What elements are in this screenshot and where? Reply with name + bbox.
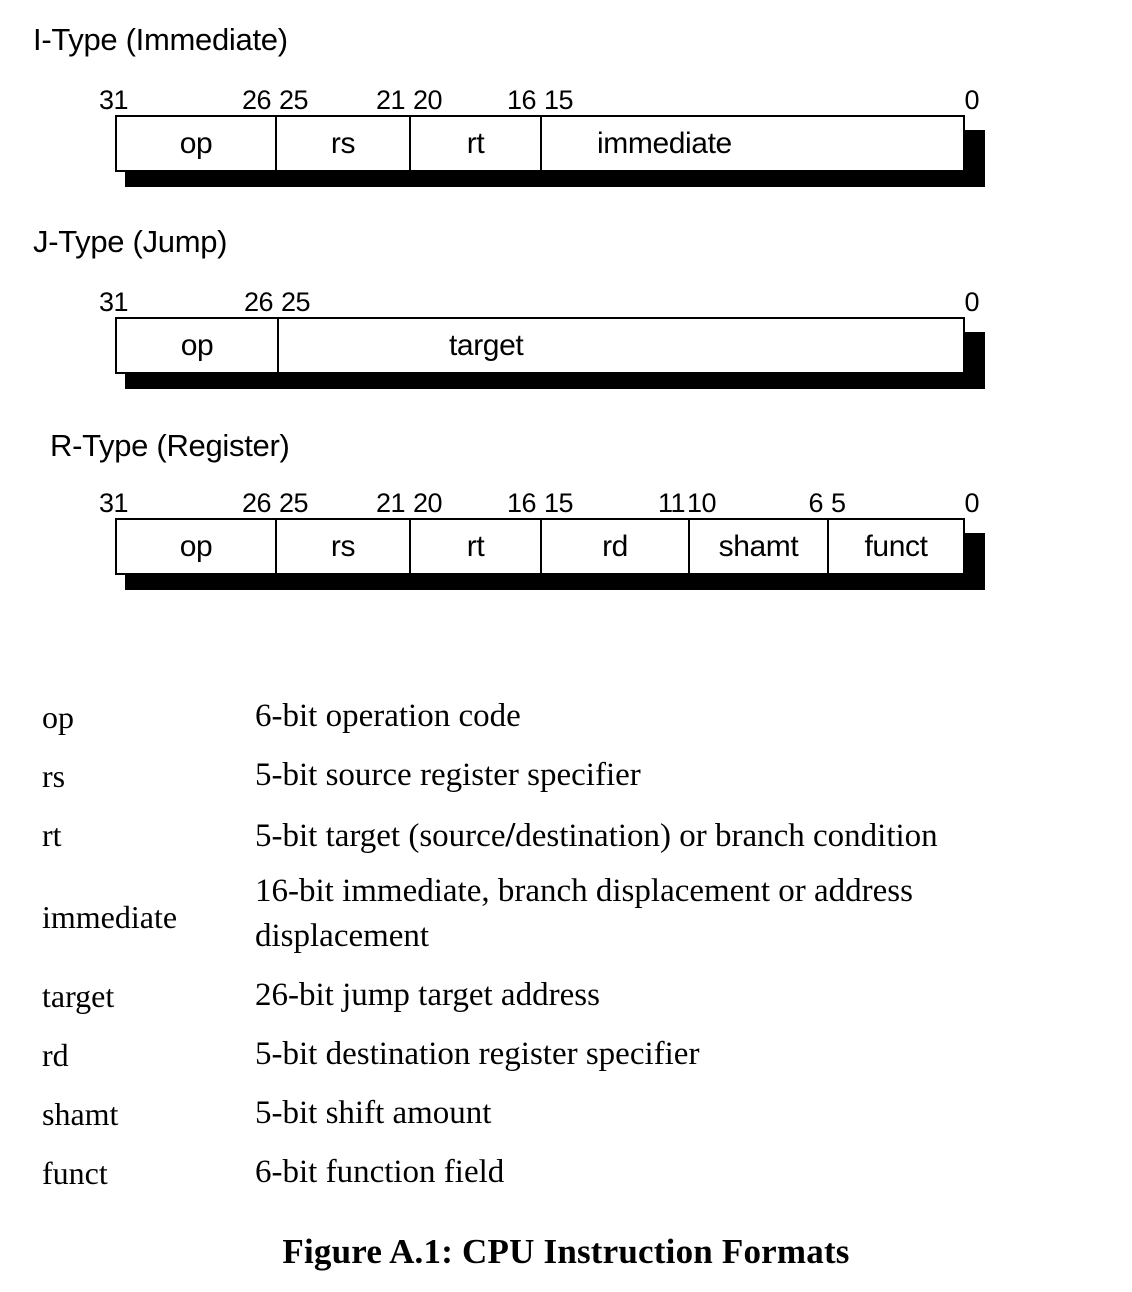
bit-label-6: 6 bbox=[808, 488, 823, 518]
field-rd: rd bbox=[542, 520, 690, 573]
format-title-j-type: J-Type (Jump) bbox=[33, 224, 228, 259]
definition-description: 6-bit operation code bbox=[255, 698, 521, 734]
diagram-i-type: 31 26 25 21 20 16 15 0 op rs rt immediat… bbox=[99, 85, 985, 190]
bit-label-20: 20 bbox=[413, 488, 443, 518]
definition-term: immediate bbox=[42, 899, 178, 935]
bit-label-11: 11 bbox=[657, 488, 686, 518]
definition-description-post: destination) or branch condition bbox=[515, 818, 938, 854]
definition-row-shamt: shamt 5-bit shift amount bbox=[0, 1085, 1132, 1144]
field-immediate: immediate bbox=[597, 126, 732, 160]
definition-description: 26-bit jump target address bbox=[255, 977, 600, 1013]
field-box-i-type: op rs rt immediate bbox=[115, 115, 965, 172]
bit-label-25: 25 bbox=[279, 488, 309, 518]
definition-term: rd bbox=[42, 1037, 69, 1073]
definition-term: rs bbox=[42, 758, 66, 794]
definition-term: op bbox=[42, 699, 74, 735]
definition-description: 6-bit function field bbox=[255, 1154, 505, 1190]
bit-label-21: 21 bbox=[375, 488, 406, 518]
figure-caption: Figure A.1: CPU Instruction Formats bbox=[282, 1232, 850, 1271]
field-rs: rs bbox=[277, 520, 411, 573]
field-rt: rt bbox=[411, 117, 542, 170]
definition-row-funct: funct 6-bit function field bbox=[0, 1144, 1132, 1203]
definition-description: 5-bit source register specifier bbox=[255, 757, 641, 793]
definitions-list: op 6-bit operation code rs 5-bit source … bbox=[0, 688, 1132, 1203]
field-op: op bbox=[117, 319, 279, 372]
field-funct: funct bbox=[864, 529, 928, 563]
format-title-r-type: R-Type (Register) bbox=[50, 428, 290, 463]
bit-labels-j-type: 31 26 25 0 bbox=[99, 287, 985, 317]
definition-description: 5-bit destination register specifier bbox=[255, 1036, 700, 1072]
bit-label-15: 15 bbox=[544, 488, 574, 518]
definition-term: shamt bbox=[42, 1096, 119, 1132]
bit-label-0: 0 bbox=[964, 85, 979, 115]
definition-term: target bbox=[42, 978, 115, 1014]
bit-label-10: 10 bbox=[687, 488, 717, 518]
field-box-j-type: op target bbox=[115, 317, 965, 374]
slash-glyph: / bbox=[505, 815, 516, 854]
bit-label-31: 31 bbox=[99, 488, 129, 518]
definition-row-rs: rs 5-bit source register specifier bbox=[0, 747, 1132, 806]
definition-description-pre: 5-bit target (source bbox=[255, 818, 506, 854]
bit-label-20: 20 bbox=[413, 85, 443, 115]
bit-label-5: 5 bbox=[831, 488, 846, 518]
bit-label-25: 25 bbox=[279, 85, 309, 115]
bit-label-16: 16 bbox=[506, 488, 537, 518]
definition-row-op: op 6-bit operation code bbox=[0, 688, 1132, 747]
field-op: op bbox=[117, 520, 277, 573]
field-shamt: shamt bbox=[690, 520, 829, 573]
bit-label-26: 26 bbox=[243, 287, 274, 317]
definition-description: 5-bit shift amount bbox=[255, 1095, 492, 1131]
bit-label-31: 31 bbox=[99, 287, 129, 317]
bit-label-25: 25 bbox=[281, 287, 311, 317]
bit-label-0: 0 bbox=[964, 287, 979, 317]
diagram-j-type: 31 26 25 0 op target bbox=[99, 287, 985, 392]
definition-row-rt: rt 5-bit target (source/destination) or … bbox=[0, 806, 1132, 865]
format-title-i-type: I-Type (Immediate) bbox=[33, 22, 288, 57]
field-rt: rt bbox=[411, 520, 542, 573]
bit-label-26: 26 bbox=[241, 488, 272, 518]
bit-labels-r-type: 31 26 25 21 20 16 15 11 10 6 5 0 bbox=[99, 488, 985, 518]
field-target: target bbox=[449, 328, 524, 362]
bit-label-31: 31 bbox=[99, 85, 129, 115]
field-rs: rs bbox=[277, 117, 411, 170]
definition-row-target: target 26-bit jump target address bbox=[0, 967, 1132, 1026]
definition-row-immediate: immediate 16-bit immediate, branch displ… bbox=[0, 865, 1132, 967]
bit-labels-i-type: 31 26 25 21 20 16 15 0 bbox=[99, 85, 985, 115]
bit-label-16: 16 bbox=[506, 85, 537, 115]
definition-description: 5-bit target (source/destination) or bra… bbox=[255, 812, 938, 859]
bit-label-26: 26 bbox=[241, 85, 272, 115]
definition-row-rd: rd 5-bit destination register specifier bbox=[0, 1026, 1132, 1085]
bit-label-15: 15 bbox=[544, 85, 574, 115]
field-op: op bbox=[117, 117, 277, 170]
bit-label-21: 21 bbox=[375, 85, 406, 115]
bit-label-0: 0 bbox=[964, 488, 979, 518]
definition-term: rt bbox=[42, 817, 62, 853]
diagram-r-type: 31 26 25 21 20 16 15 11 10 6 5 0 op rs r… bbox=[99, 488, 985, 593]
definition-description: 16-bit immediate, branch displacement or… bbox=[255, 873, 913, 954]
definition-term: funct bbox=[42, 1155, 108, 1191]
field-box-r-type: op rs rt rd shamt funct bbox=[115, 518, 965, 575]
